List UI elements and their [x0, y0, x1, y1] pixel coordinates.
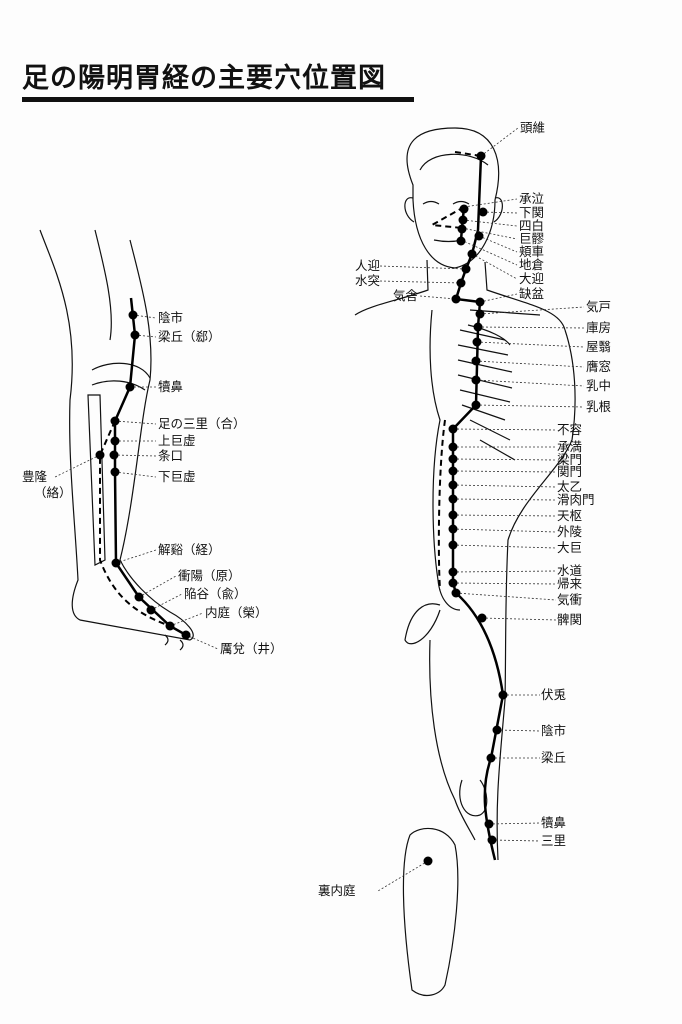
label-kanmon: 関門 — [557, 464, 583, 479]
acupoints — [95, 151, 508, 866]
label-kyosha: 頬車 — [519, 244, 545, 259]
label-kisha: 気舎 — [393, 288, 419, 303]
label-koryo: 巨髎 — [519, 231, 545, 246]
label-daiko: 大巨 — [557, 540, 583, 555]
label-daigei: 大迎 — [519, 271, 545, 286]
leg-label-joko: 条口 — [158, 448, 184, 463]
label-shokyu: 承泣 — [519, 191, 545, 206]
label-okuei: 屋翳 — [586, 339, 612, 354]
leg-label-tokubi: 犢鼻 — [158, 379, 184, 394]
label-kobo: 庫房 — [586, 320, 612, 335]
label-jingei: 人迎 — [355, 258, 381, 273]
label-inshi: 陰市 — [541, 723, 567, 738]
label-kiko: 気戸 — [586, 299, 612, 314]
label-taiitsu: 太乙 — [557, 479, 583, 494]
label-sanri: 三里 — [541, 833, 567, 848]
leg-label-reida: 厲兌（井） — [220, 641, 283, 656]
label-katsunikumon: 滑肉門 — [557, 492, 595, 507]
label-touii: 頭維 — [520, 120, 546, 135]
leg-label-shoyo: 衝陽（原） — [178, 568, 241, 583]
label-fuyo: 不容 — [557, 422, 583, 437]
label-suitotsu: 水突 — [355, 273, 381, 288]
label-yoso: 膺窓 — [586, 359, 612, 374]
label-nyukon: 乳根 — [586, 399, 612, 414]
label-gekan: 下関 — [519, 205, 545, 220]
label-gairyo: 外陵 — [557, 524, 583, 539]
leg-label-kankoku: 陥谷（兪） — [184, 586, 247, 601]
leg-label-inshi: 陰市 — [158, 310, 184, 325]
label-chiso: 地倉 — [519, 257, 545, 272]
label-shoman: 承満 — [557, 439, 583, 454]
label-urainaitei: 裏内庭 — [318, 883, 356, 898]
label-tensu: 天枢 — [557, 508, 583, 523]
title-underline — [22, 97, 414, 102]
label-hikan: 髀関 — [557, 612, 583, 627]
leg-label-kaikei: 解谿（経） — [158, 542, 221, 557]
leader-lines — [54, 127, 585, 892]
label-ketsubon: 缺盆 — [519, 286, 545, 301]
label-futo: 伏兎 — [541, 687, 567, 702]
label-suido: 水道 — [557, 563, 583, 578]
leg-label-jokoko: 上巨虚 — [158, 433, 196, 448]
label-ryomon: 梁門 — [557, 452, 583, 467]
label-shihaku: 四白 — [519, 218, 545, 233]
leg-label-ashinosanri: 足の三里（合） — [158, 416, 246, 431]
meridian-line — [113, 155, 505, 861]
page-title: 足の陽明胃経の主要穴位置図 — [22, 63, 386, 94]
leg-label-horyu-note: （絡） — [34, 485, 72, 500]
label-ryokyu: 梁丘 — [541, 750, 567, 765]
label-kisho: 気衝 — [557, 592, 583, 607]
leg-label-gekoko: 下巨虚 — [158, 469, 196, 484]
label-kirai: 帰来 — [557, 576, 583, 591]
leg-label-horyu: 豊隆 — [22, 469, 48, 484]
label-nyuchu: 乳中 — [586, 378, 612, 393]
leg-label-ryokyu: 梁丘（郄） — [158, 329, 221, 344]
label-tokubi: 犢鼻 — [541, 815, 567, 830]
leg-label-naitei: 内庭（榮） — [205, 605, 268, 620]
